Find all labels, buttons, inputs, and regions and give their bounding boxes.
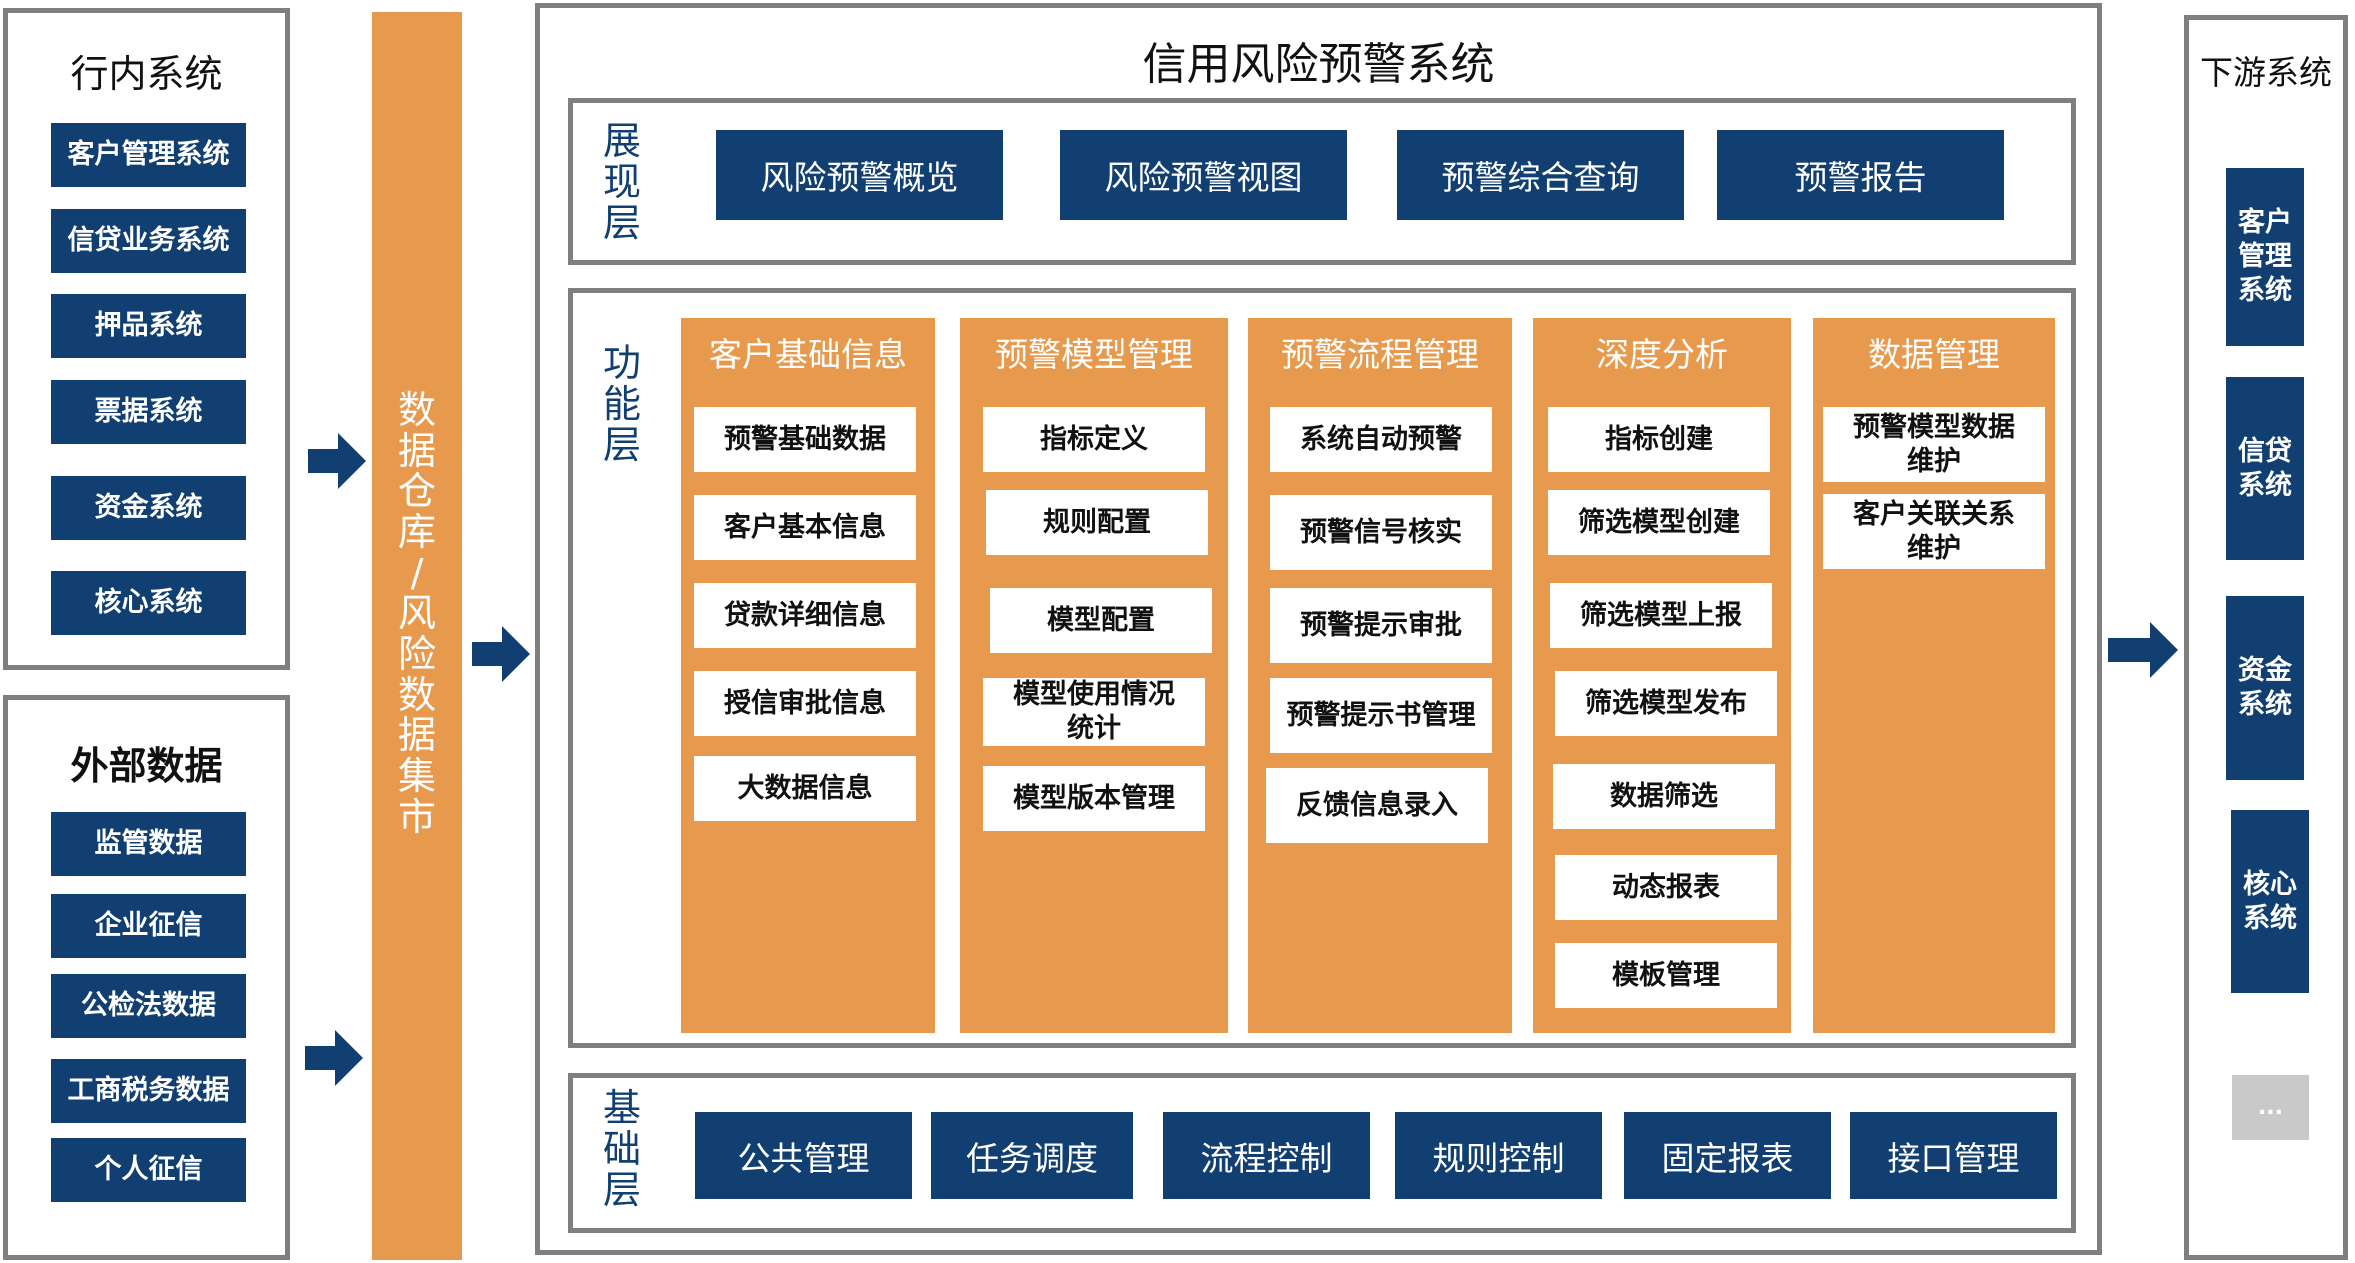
function-item: 模型版本管理: [983, 766, 1205, 831]
function-column-title: 深度分析: [1596, 335, 1728, 374]
data-warehouse-label: 数据仓库/风险数据集市: [397, 388, 436, 839]
function-column: 深度分析 指标创建 筛选模型创建 筛选模型上报 筛选模型发布 数据筛选 动态报表…: [1533, 318, 1791, 1033]
downstream-system-item: 核心系统: [2231, 810, 2309, 993]
presentation-item: 风险预警视图: [1060, 130, 1347, 220]
presentation-item: 风险预警概览: [716, 130, 1003, 220]
internal-system-item: 客户管理系统: [51, 123, 246, 187]
function-column: 预警流程管理 系统自动预警 预警信号核实 预警提示审批 预警提示书管理 反馈信息…: [1248, 318, 1512, 1033]
function-item: 预警信号核实: [1270, 495, 1492, 570]
function-item: 客户关联关系维护: [1823, 494, 2045, 569]
external-data-item: 个人征信: [51, 1138, 246, 1202]
internal-systems-title: 行内系统: [70, 52, 223, 96]
function-item: 筛选模型发布: [1555, 671, 1777, 736]
downstream-system-item: 资金系统: [2226, 596, 2304, 780]
function-column-title: 数据管理: [1868, 335, 2000, 374]
function-column: 预警模型管理 指标定义 规则配置 模型配置 模型使用情况统计 模型版本管理: [960, 318, 1228, 1033]
presentation-item: 预警综合查询: [1397, 130, 1684, 220]
downstream-system-item: 客户管理系统: [2226, 168, 2304, 346]
function-item: 模板管理: [1555, 943, 1777, 1008]
function-item: 模型使用情况统计: [983, 678, 1205, 746]
function-column: 客户基础信息 预警基础数据 客户基本信息 贷款详细信息 授信审批信息 大数据信息: [681, 318, 935, 1033]
internal-system-item: 资金系统: [51, 476, 246, 540]
function-item: 客户基本信息: [694, 495, 916, 560]
function-item: 预警提示审批: [1270, 588, 1492, 663]
function-item: 授信审批信息: [694, 671, 916, 736]
credit-risk-warning-system: 信用风险预警系统 展现层 风险预警概览 风险预警视图 预警综合查询 预警报告 功…: [535, 3, 2102, 1255]
internal-system-item: 信贷业务系统: [51, 209, 246, 273]
foundation-item: 流程控制: [1163, 1112, 1370, 1199]
arrow-right-icon: [305, 1030, 363, 1086]
function-item: 规则配置: [986, 490, 1208, 555]
foundation-item: 固定报表: [1624, 1112, 1831, 1199]
external-data-item: 监管数据: [51, 812, 246, 876]
function-item: 模型配置: [990, 588, 1212, 653]
foundation-item: 任务调度: [931, 1112, 1133, 1199]
external-data-item: 工商税务数据: [51, 1059, 246, 1123]
function-item: 筛选模型创建: [1548, 490, 1770, 555]
data-warehouse-bar: 数据仓库/风险数据集市: [372, 12, 462, 1260]
foundation-item: 公共管理: [695, 1112, 912, 1199]
function-item: 指标定义: [983, 407, 1205, 472]
function-layer: 功能层 客户基础信息 预警基础数据 客户基本信息 贷款详细信息 授信审批信息 大…: [568, 288, 2076, 1048]
function-item: 预警基础数据: [694, 407, 916, 472]
more-systems-indicator: ...: [2232, 1075, 2309, 1140]
foundation-item: 接口管理: [1850, 1112, 2057, 1199]
function-item: 预警提示书管理: [1270, 678, 1492, 753]
presentation-layer-label: 展现层: [602, 119, 641, 246]
external-data-item: 公检法数据: [51, 974, 246, 1038]
external-data-panel: 外部数据 监管数据 企业征信 公检法数据 工商税务数据 个人征信: [3, 695, 290, 1260]
arrow-right-icon: [472, 626, 530, 682]
internal-system-item: 核心系统: [51, 571, 246, 635]
internal-system-item: 押品系统: [51, 294, 246, 358]
foundation-layer: 基础层 公共管理 任务调度 流程控制 规则控制 固定报表 接口管理: [568, 1073, 2076, 1233]
internal-systems-panel: 行内系统 客户管理系统 信贷业务系统 押品系统 票据系统 资金系统 核心系统: [3, 8, 290, 670]
function-item: 数据筛选: [1553, 764, 1775, 829]
function-column: 数据管理 预警模型数据维护 客户关联关系维护: [1813, 318, 2055, 1033]
presentation-layer: 展现层 风险预警概览 风险预警视图 预警综合查询 预警报告: [568, 98, 2076, 265]
function-layer-label: 功能层: [602, 341, 641, 468]
function-item: 反馈信息录入: [1266, 768, 1488, 843]
main-title: 信用风险预警系统: [1142, 39, 1495, 90]
function-column-title: 预警流程管理: [1281, 335, 1479, 374]
presentation-item: 预警报告: [1717, 130, 2004, 220]
function-item: 指标创建: [1548, 407, 1770, 472]
function-column-title: 预警模型管理: [995, 335, 1193, 374]
arrow-right-icon: [308, 433, 366, 489]
function-column-title: 客户基础信息: [709, 335, 907, 374]
downstream-system-item: 信贷系统: [2226, 377, 2304, 560]
arrow-right-icon: [2108, 622, 2178, 678]
foundation-item: 规则控制: [1395, 1112, 1602, 1199]
function-item: 系统自动预警: [1270, 407, 1492, 472]
function-item: 预警模型数据维护: [1823, 407, 2045, 482]
foundation-layer-label: 基础层: [602, 1086, 641, 1213]
function-item: 筛选模型上报: [1550, 583, 1772, 648]
downstream-systems-panel: 下游系统 客户管理系统 信贷系统 资金系统 核心系统 ...: [2184, 15, 2348, 1260]
external-data-item: 企业征信: [51, 894, 246, 958]
function-item: 贷款详细信息: [694, 583, 916, 648]
downstream-systems-title: 下游系统: [2200, 53, 2332, 92]
function-item: 动态报表: [1555, 855, 1777, 920]
function-item: 大数据信息: [694, 756, 916, 821]
internal-system-item: 票据系统: [51, 380, 246, 444]
external-data-title: 外部数据: [70, 744, 223, 788]
